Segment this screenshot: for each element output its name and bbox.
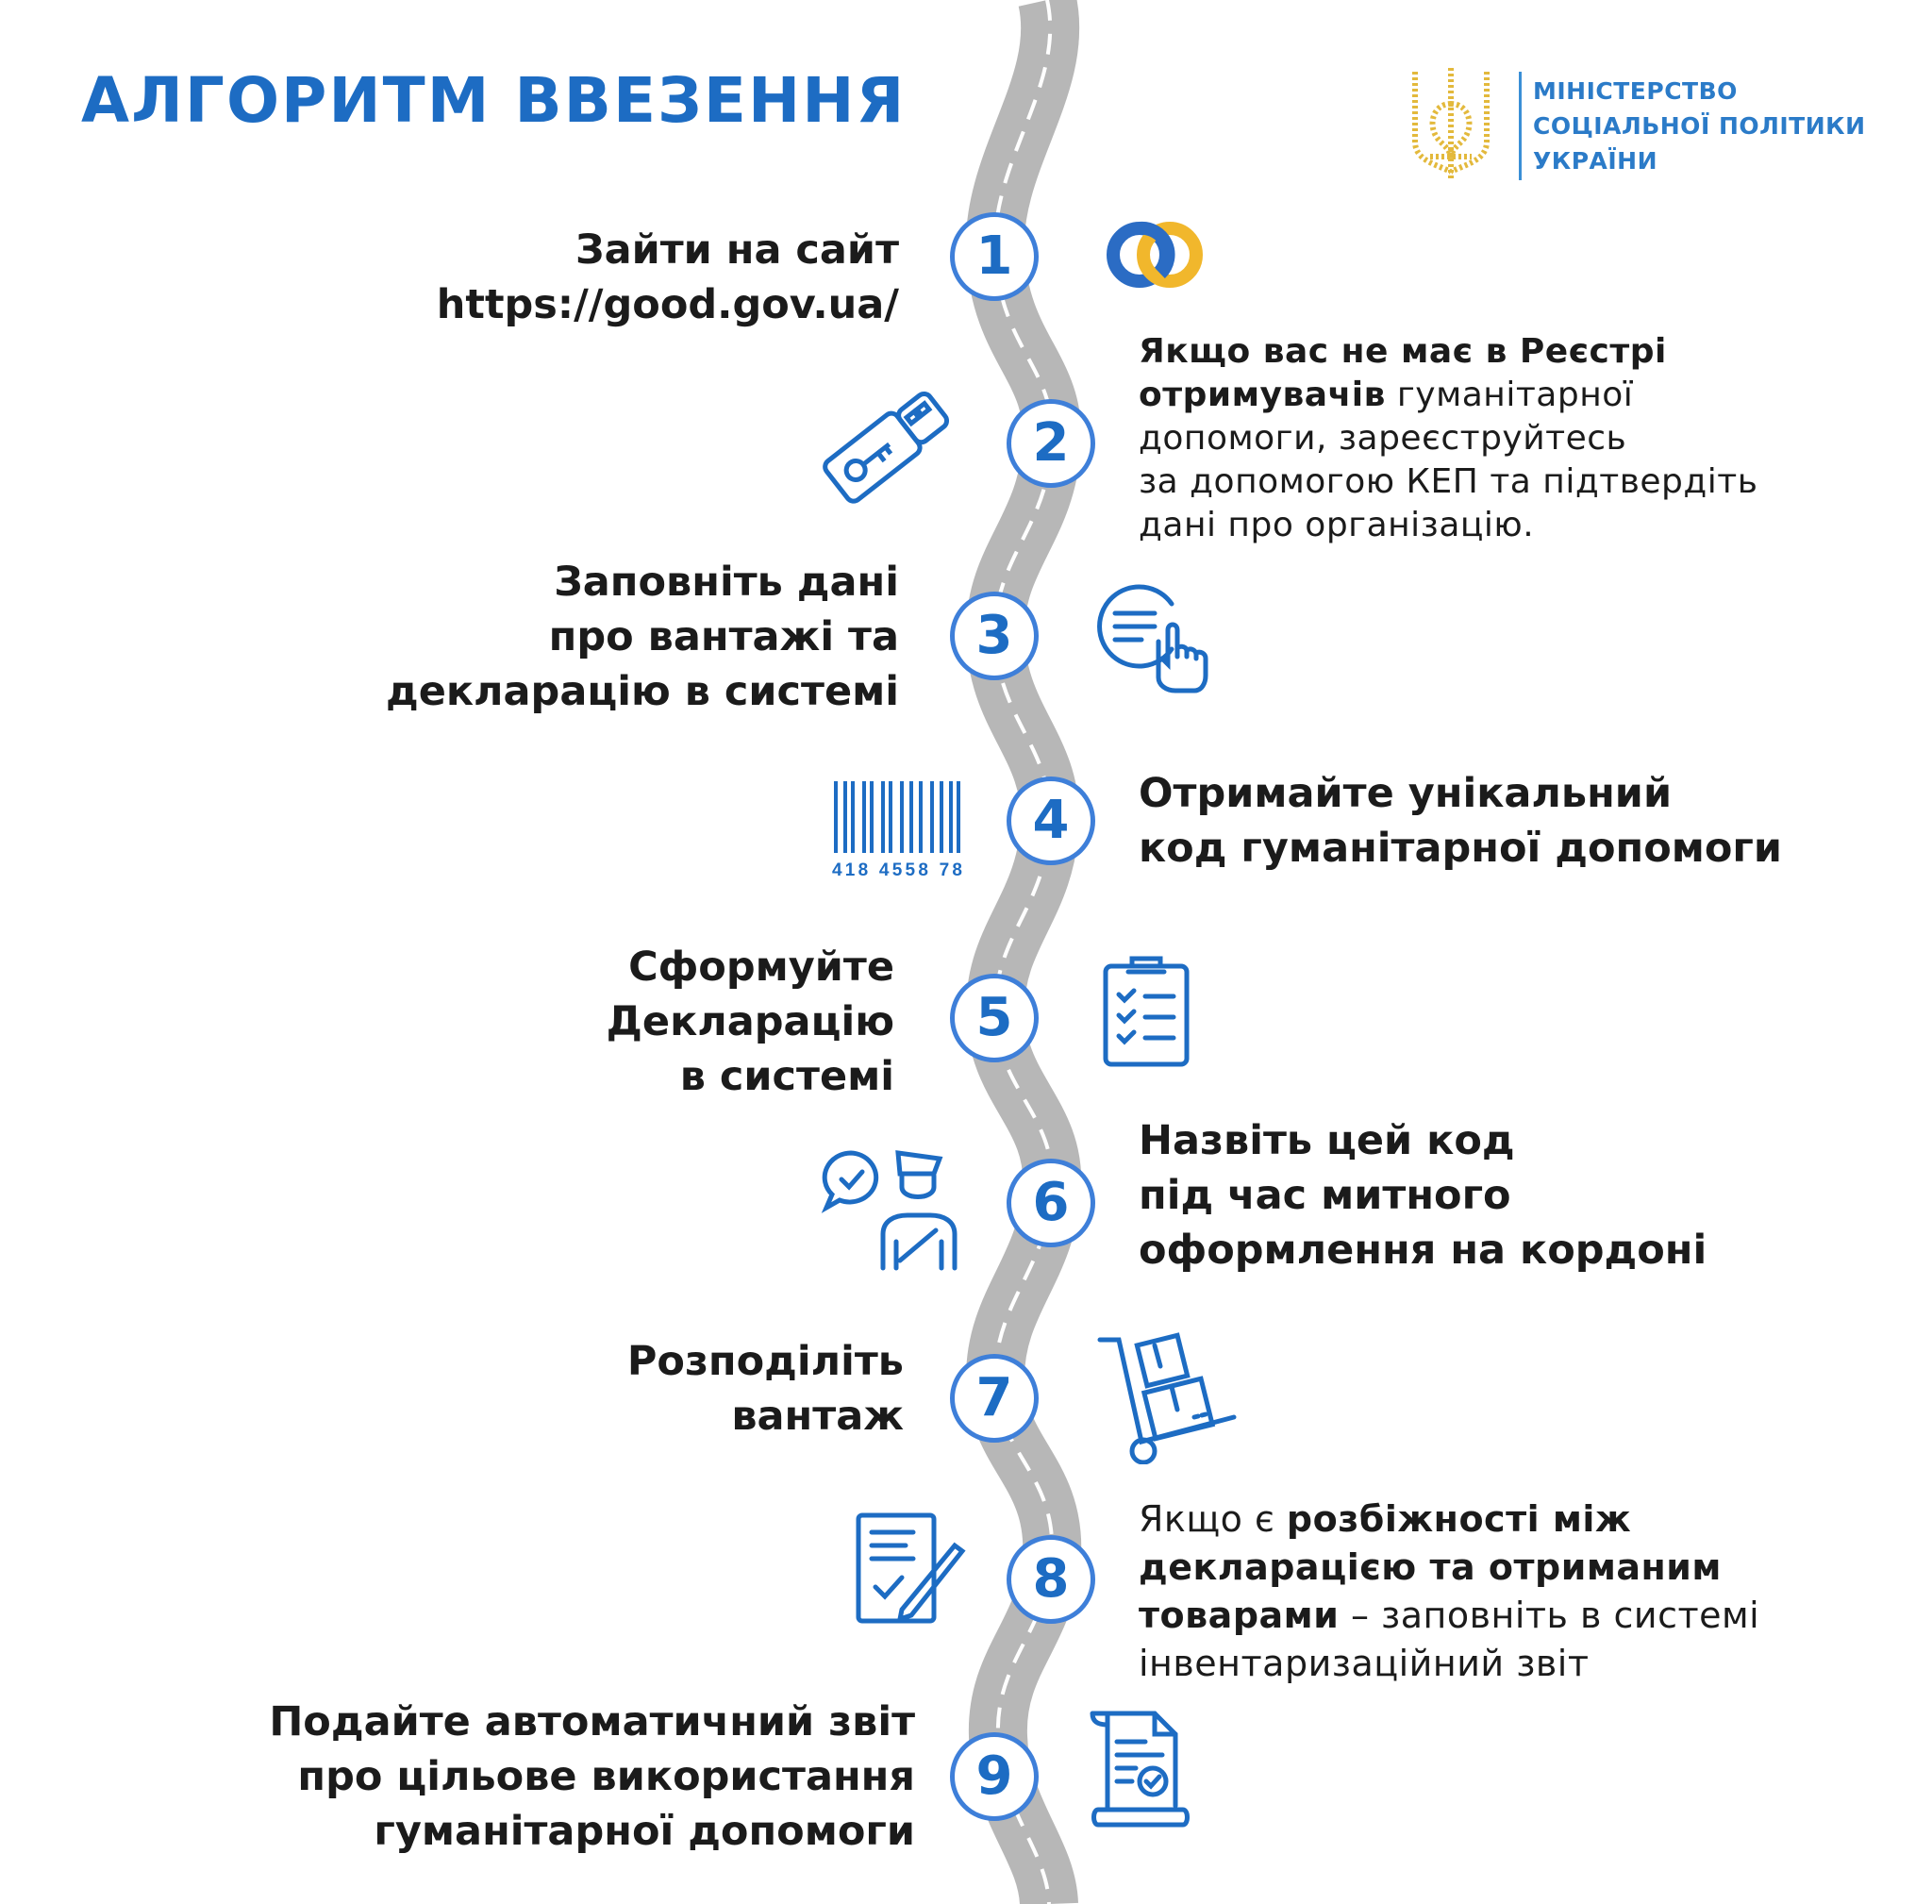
logo-divider (1519, 72, 1522, 180)
ministry-name: МІНІСТЕРСТВО СОЦІАЛЬНОЇ ПОЛІТИКИ УКРАЇНИ (1533, 77, 1866, 175)
checklist-clipboard-icon (1100, 953, 1194, 1070)
step-8-text: Якщо є розбіжності між декларацією та от… (1139, 1498, 1760, 1684)
good-gov-logo-icon (1102, 219, 1208, 291)
step-2-number: 2 (1007, 399, 1095, 488)
step-3-text: Заповніть дані про вантажі та декларацію… (385, 559, 899, 715)
step-1-text: Зайти на сайт https://good.gov.ua/ (436, 226, 899, 328)
step-5-text: Сформуйте Декларацію в системі (606, 944, 894, 1100)
step-2-text: Якщо вас не має в Реєстрі отримувачів гу… (1139, 332, 1758, 544)
step-4-text: Отримайте унікальний код гуманітарної до… (1139, 770, 1783, 872)
step-9-number: 9 (950, 1732, 1039, 1821)
customs-officer-icon (821, 1147, 962, 1274)
page-title: АЛГОРИТМ ВВЕЗЕННЯ (81, 64, 907, 137)
barcode-digits: 418 4558 78 (832, 860, 962, 880)
step-6-text: Назвіть цей код під час митного оформлен… (1139, 1117, 1707, 1274)
step-7-text: Розподіліть вантаж (626, 1338, 904, 1440)
tryzub-emblem-icon (1412, 68, 1490, 179)
hand-truck-icon (1096, 1332, 1238, 1464)
barcode-icon: 418 4558 78 (830, 777, 964, 881)
step-8-number: 8 (1007, 1535, 1095, 1624)
step-4-number: 4 (1007, 777, 1095, 865)
usb-key-icon (813, 368, 964, 519)
signed-document-icon (855, 1512, 966, 1628)
step-5-number: 5 (950, 974, 1039, 1062)
form-click-icon (1096, 583, 1209, 696)
step-9-text: Подайте автоматичний звіт про цільове ви… (269, 1698, 915, 1855)
step-7-number: 7 (950, 1354, 1039, 1443)
step-3-number: 3 (950, 592, 1039, 680)
report-scroll-icon (1089, 1704, 1192, 1830)
step-1-number: 1 (950, 212, 1039, 301)
step-6-number: 6 (1007, 1159, 1095, 1247)
